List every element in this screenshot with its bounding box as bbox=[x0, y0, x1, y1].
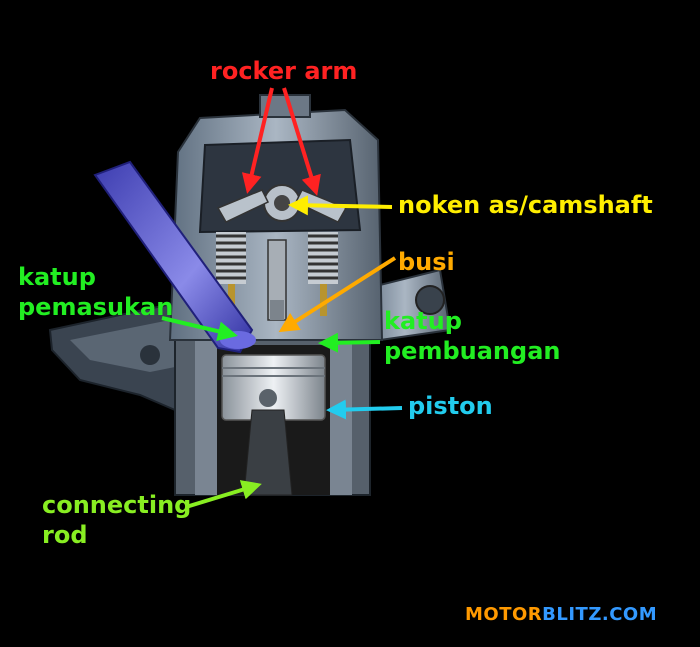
watermark-part1: MOTOR bbox=[465, 604, 543, 625]
connecting-rod-label-line1: connecting bbox=[42, 491, 192, 519]
rocker-arm-arrows bbox=[241, 87, 321, 196]
connecting-rod-label-line2: rod bbox=[42, 521, 88, 549]
connecting-rod-label: connecting rod bbox=[42, 490, 191, 550]
spark-plug-arrow bbox=[278, 256, 397, 333]
intake-valve-label-line2: pemasukan bbox=[18, 293, 174, 321]
connecting-rod-arrow bbox=[185, 480, 262, 509]
piston-arrow bbox=[326, 399, 403, 420]
camshaft-arrow bbox=[288, 195, 393, 216]
piston-label: piston bbox=[408, 392, 493, 420]
rocker-arm-left bbox=[216, 189, 270, 223]
intake-valve-arrow bbox=[161, 316, 238, 342]
intake-valve-label-line1: katup bbox=[18, 263, 96, 291]
exhaust-valve-label-line2: pembuangan bbox=[384, 337, 561, 365]
camshaft-label: noken as/camshaft bbox=[398, 191, 653, 219]
connecting-rod bbox=[243, 409, 293, 496]
exhaust-valve-spring bbox=[308, 232, 338, 316]
watermark-part2: BLITZ.COM bbox=[542, 604, 658, 625]
exhaust-valve-label-line1: katup bbox=[384, 307, 462, 335]
intake-valve-spring bbox=[216, 232, 246, 316]
rocker-arm-label: rocker arm bbox=[210, 57, 358, 85]
spark-plug-label: busi bbox=[398, 248, 455, 276]
exhaust-valve-label: katup pembuangan bbox=[384, 306, 560, 366]
intake-valve-label: katup pemasukan bbox=[18, 262, 173, 322]
exhaust-valve-arrow bbox=[318, 332, 381, 353]
watermark: MOTORBLITZ.COM bbox=[465, 604, 657, 625]
